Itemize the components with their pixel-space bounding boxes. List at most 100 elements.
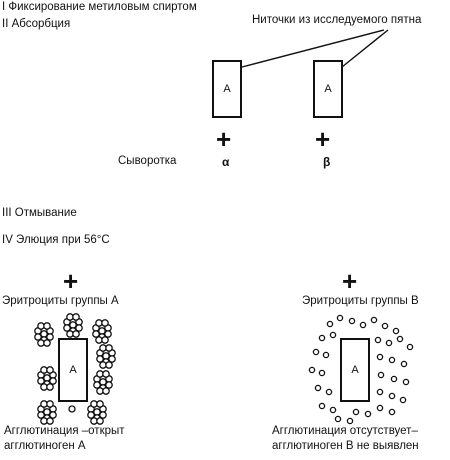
erythrocyte <box>370 316 378 324</box>
step-3-label: III Отмывание <box>2 207 77 219</box>
erythrocyte <box>388 356 396 364</box>
serum-alpha: α <box>222 155 230 169</box>
threads-label: Ниточки из исследуемого пятна <box>252 14 422 26</box>
erythrocyte <box>43 322 51 330</box>
erythrocyte <box>318 369 326 377</box>
erythrocyte <box>318 334 326 342</box>
erythrocyte <box>46 417 54 425</box>
erythrocyte <box>312 348 320 356</box>
erythrocyte <box>376 353 384 361</box>
thread-box-left-label: A <box>223 83 231 95</box>
erythrocyte <box>329 331 337 339</box>
erythrocyte <box>34 333 42 341</box>
erythrocyte <box>46 366 54 374</box>
result-b-line1: Агглютинация отсутствует– <box>272 425 418 437</box>
erythrocyte <box>308 366 316 374</box>
erythrocyte <box>388 392 396 400</box>
erythrocyte <box>101 319 109 327</box>
plus-sign-right: + <box>342 266 358 296</box>
serum-label: Сыворотка <box>118 155 177 167</box>
erythrocyte <box>102 370 110 378</box>
elution-box-left-label: A <box>69 364 77 376</box>
agglutinated-cells <box>34 313 116 425</box>
elution-box-right: A <box>340 338 370 402</box>
erythrocyte <box>49 411 57 419</box>
erythrocyte <box>402 378 410 386</box>
erythrocyte <box>326 320 334 328</box>
erythrocyte <box>105 381 113 389</box>
result-b-line2: агглютиноген B не выявлен <box>272 440 419 452</box>
erythrocyte <box>377 371 385 379</box>
result-a-line1: Агглютинация –открыт <box>4 425 125 437</box>
elution-box-right-label: A <box>351 364 359 376</box>
erythrocyte <box>46 383 54 391</box>
erythrocyte <box>46 400 54 408</box>
erythrocyte <box>75 324 83 332</box>
serum-beta: β <box>323 155 331 169</box>
erythrocyte <box>336 314 344 322</box>
erythrocyte <box>96 400 104 408</box>
erythrocyte <box>322 351 330 359</box>
erythrocyte <box>390 375 398 383</box>
erythrocyte <box>49 377 57 385</box>
erythrocyte <box>63 324 71 332</box>
erythrocyte <box>105 344 113 352</box>
erythrocyte <box>37 411 45 419</box>
erythrocyte <box>392 327 400 335</box>
erythrocyte <box>68 405 76 413</box>
erythrocyte <box>329 406 337 414</box>
erythrocytes-b-label: Эритроциты группы B <box>302 295 419 307</box>
erythrocyte <box>396 335 404 343</box>
erythrocyte <box>105 361 113 369</box>
erythrocyte <box>93 381 101 389</box>
erythrocyte <box>96 417 104 425</box>
erythrocyte <box>72 313 80 321</box>
elution-box-left: A <box>58 338 88 402</box>
step-1-label: I Фиксирование метиловым спиртом <box>2 1 197 13</box>
erythrocyte <box>406 343 414 351</box>
erythrocytes-a-label: Эритроциты группы A <box>2 295 119 307</box>
thread-box-left: A <box>212 60 242 118</box>
plus-sign-alpha: + <box>216 124 232 154</box>
erythrocyte <box>374 336 382 344</box>
erythrocyte <box>314 384 322 392</box>
erythrocyte <box>108 355 116 363</box>
plus-sign-beta: + <box>315 124 331 154</box>
erythrocyte <box>46 333 54 341</box>
step-2-label: II Абсорбция <box>2 18 71 30</box>
step-4-label: IV Элюция при 56°C <box>2 234 110 246</box>
erythrocyte <box>381 322 389 330</box>
erythrocyte <box>87 411 95 419</box>
free-cells <box>308 314 414 425</box>
thread-line-left <box>241 29 385 68</box>
erythrocyte <box>37 377 45 385</box>
erythrocyte <box>334 415 342 423</box>
erythrocyte <box>43 339 51 347</box>
erythrocyte <box>364 410 372 418</box>
erythrocyte <box>385 339 393 347</box>
erythrocyte <box>376 404 384 412</box>
erythrocyte <box>376 388 384 396</box>
erythrocyte <box>400 360 408 368</box>
plus-sign-left: + <box>63 266 79 296</box>
erythrocyte <box>318 402 326 410</box>
thread-box-right: A <box>313 60 343 118</box>
erythrocyte <box>99 411 107 419</box>
result-a-line2: агглютиноген A <box>4 440 86 452</box>
erythrocyte <box>102 387 110 395</box>
erythrocyte <box>399 396 407 404</box>
thread-box-right-label: A <box>324 83 332 95</box>
erythrocyte <box>348 317 356 325</box>
erythrocyte <box>325 388 333 396</box>
erythrocyte <box>104 330 112 338</box>
erythrocyte <box>101 336 109 344</box>
erythrocyte <box>346 417 354 425</box>
erythrocyte <box>359 321 367 329</box>
erythrocyte <box>92 330 100 338</box>
erythrocyte <box>388 408 396 416</box>
erythrocyte <box>72 330 80 338</box>
thread-line-right <box>341 29 389 68</box>
erythrocyte <box>352 408 360 416</box>
